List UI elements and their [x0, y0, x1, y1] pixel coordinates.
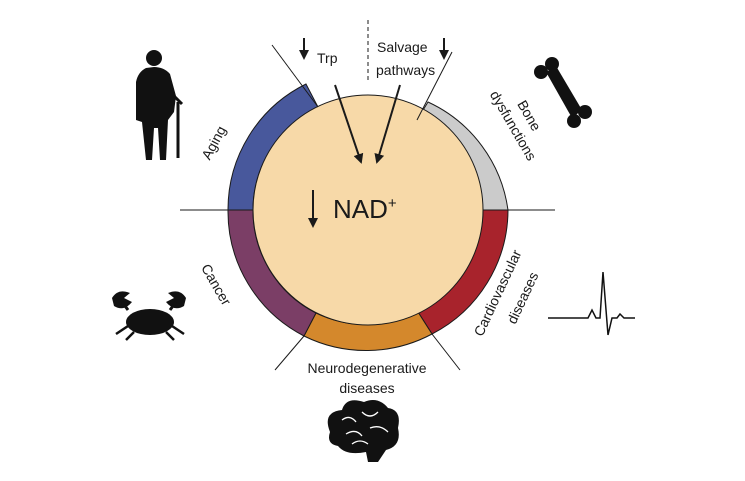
bone-icon — [534, 57, 592, 128]
salvage-to-nad-arrow — [374, 84, 401, 164]
nad-label: NAD+ — [333, 194, 397, 224]
brain-icon — [327, 400, 399, 462]
salvage-label-line2: pathways — [376, 62, 435, 78]
neuro-label-line1: Neurodegenerative — [307, 360, 426, 376]
trp-to-nad-arrow — [334, 84, 364, 164]
divider-line — [416, 51, 453, 121]
divider-line — [274, 335, 305, 371]
trp-label: Trp — [317, 50, 338, 66]
aging-label: Aging — [198, 123, 229, 162]
cancer-label: Cancer — [198, 261, 235, 308]
divider-line — [271, 44, 319, 108]
crab-icon — [112, 291, 186, 341]
neuro-label-line2: diseases — [339, 380, 394, 396]
salvage-label-line1: Salvage — [377, 39, 428, 55]
elderly-person-icon — [136, 50, 184, 160]
divider-line — [431, 333, 461, 371]
heartbeat-icon — [548, 271, 635, 336]
